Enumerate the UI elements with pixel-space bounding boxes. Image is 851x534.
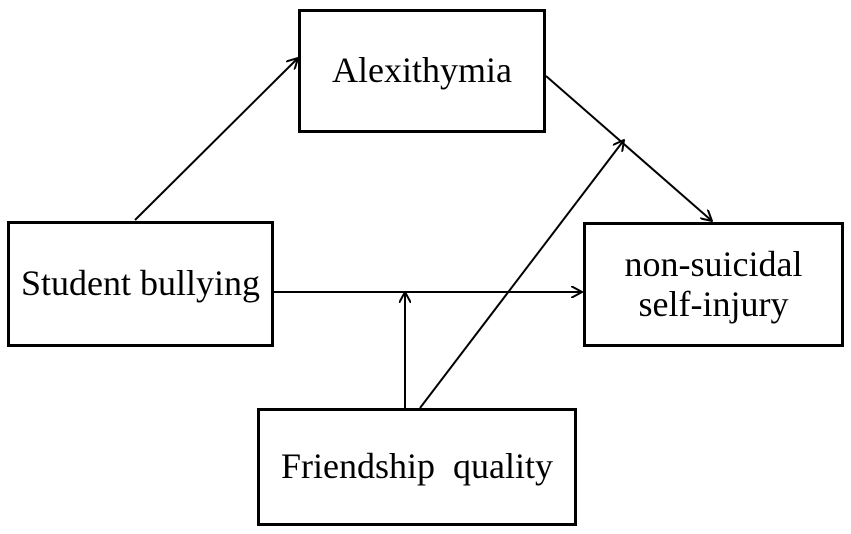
node-nssi-label: non-suicidal self-injury (624, 243, 803, 324)
arrow-alexithymia-to-nssi (545, 75, 712, 221)
node-student-bullying-label: Student bullying (20, 263, 260, 304)
node-friendship-quality: Friendship quality (257, 408, 577, 526)
node-nssi-label-line-2: self-injury (638, 283, 789, 324)
node-alexithymia: Alexithymia (298, 9, 546, 133)
node-non-suicidal-self-injury: non-suicidal self-injury (583, 222, 844, 347)
node-student-bullying: Student bullying (7, 221, 274, 347)
node-friendship-quality-label: Friendship quality (281, 446, 553, 487)
node-alexithymia-label: Alexithymia (332, 50, 512, 91)
node-nssi-label-line-1: non-suicidal (624, 243, 803, 284)
arrow-friendship-moderates-indirect-path (419, 140, 624, 409)
arrow-bullying-to-alexithymia (134, 58, 298, 221)
